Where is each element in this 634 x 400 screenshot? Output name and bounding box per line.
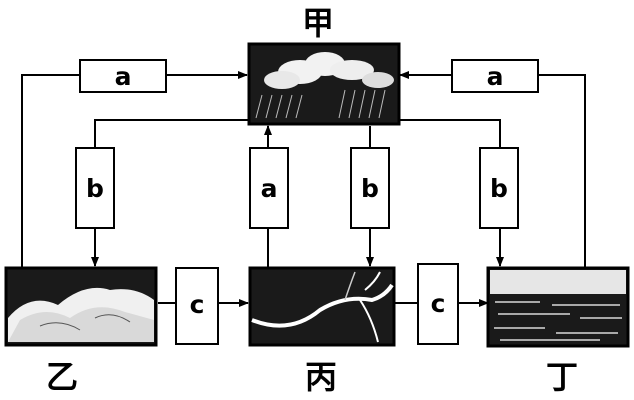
ding-sea-image bbox=[486, 266, 630, 348]
label-bing: 丙 bbox=[305, 358, 337, 396]
process-label-b-left: b bbox=[86, 174, 104, 203]
process-box-a-top-right bbox=[451, 59, 539, 93]
process-label-a-top-right: a bbox=[487, 62, 504, 91]
process-box-c-right bbox=[417, 263, 459, 345]
process-label-b-right: b bbox=[490, 174, 508, 203]
process-box-b-middle bbox=[350, 147, 390, 229]
connector-ding-to-a-right bbox=[538, 74, 586, 268]
process-label-a-middle: a bbox=[261, 174, 278, 203]
connector-jia-to-b-right bbox=[398, 119, 501, 148]
connector-yi-to-a-left bbox=[21, 74, 80, 268]
connector-jia-to-b-left bbox=[94, 119, 250, 148]
process-label-b-middle: b bbox=[361, 174, 379, 203]
process-box-b-right bbox=[479, 147, 519, 229]
process-box-c-left bbox=[175, 267, 219, 345]
process-label-c-left: c bbox=[190, 290, 205, 319]
process-box-a-top-left bbox=[79, 59, 167, 93]
process-box-b-left bbox=[75, 147, 115, 229]
yi-mountains-image bbox=[4, 266, 158, 347]
process-label-a-top-left: a bbox=[115, 62, 132, 91]
label-yi: 乙 bbox=[46, 358, 78, 396]
process-label-c-right: c bbox=[431, 289, 446, 318]
jia-clouds-rain-image bbox=[247, 42, 401, 126]
process-box-a-middle bbox=[249, 147, 289, 229]
label-jia: 甲 bbox=[302, 4, 334, 42]
label-ding: 丁 bbox=[546, 358, 578, 396]
bing-river-image bbox=[248, 266, 396, 347]
